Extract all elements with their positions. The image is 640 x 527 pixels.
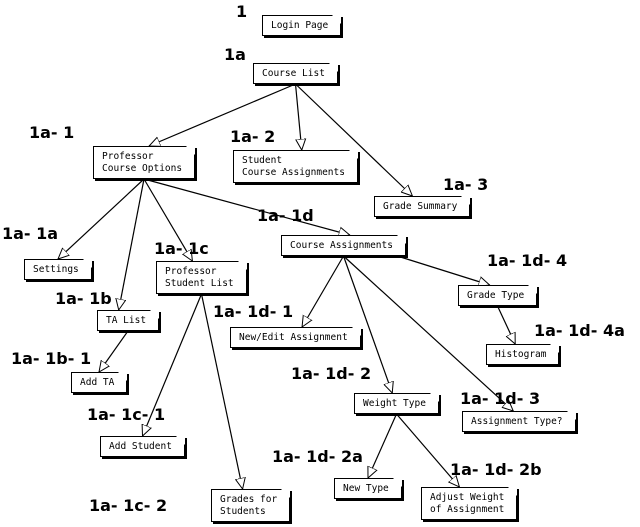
edge-1a-to-1a2 xyxy=(294,83,302,150)
node-grade-type: Grade Type xyxy=(458,285,538,306)
edge-1a1c-to-1a1c2 xyxy=(200,293,243,489)
edge-1a1d-to-1a1d1 xyxy=(302,255,345,327)
code-label-1a-1a: 1a- 1a xyxy=(2,224,59,243)
node-new-edit-assignment: New/Edit Assignment xyxy=(230,327,361,348)
code-label-1a-1b: 1a- 1b xyxy=(55,289,112,308)
node-grade-summary: Grade Summary xyxy=(374,196,471,217)
edge-1a1-to-1a1c xyxy=(143,178,192,261)
code-label-1a-1d-2b: 1a- 1d- 2b xyxy=(450,460,542,479)
node-professor-course-options: Professor Course Options xyxy=(93,146,196,179)
edge-1a1d2-to-1a1d2b xyxy=(396,413,460,487)
code-label-1a-1d-1: 1a- 1d- 1 xyxy=(213,302,294,321)
code-label-1a-1c-2: 1a- 1c- 2 xyxy=(89,496,168,515)
code-label-1a-1d-4: 1a- 1d- 4 xyxy=(487,251,568,270)
code-label-1a-1: 1a- 1 xyxy=(29,123,75,142)
code-label-1a-1d-2: 1a- 1d- 2 xyxy=(291,364,372,383)
node-ta-list: TA List xyxy=(97,310,160,331)
edge-1a1d-to-1a1d2 xyxy=(342,255,393,393)
code-label-1a-1c-1: 1a- 1c- 1 xyxy=(87,405,166,424)
node-add-ta: Add TA xyxy=(71,372,128,393)
edge-1a-to-1a3 xyxy=(295,83,413,196)
code-label-1a-1d: 1a- 1d xyxy=(257,206,314,225)
edge-1a1b-to-1a1b1 xyxy=(99,330,129,372)
edge-1a1c-to-1a1c1 xyxy=(143,293,203,436)
node-weight-type: Weight Type xyxy=(354,393,439,414)
code-label-1a-1b-1: 1a- 1b- 1 xyxy=(11,349,92,368)
edge-1a-to-1a1 xyxy=(149,83,296,146)
edge-1a1d4-to-1a1d4a xyxy=(496,305,516,344)
edge-1a1-to-1a1b xyxy=(119,178,145,310)
node-adjust-weight: Adjust Weight of Assignment xyxy=(421,487,518,520)
node-professor-student-list: Professor Student List xyxy=(156,261,247,294)
node-grades-for-students: Grades for Students xyxy=(211,489,291,522)
code-label-1a: 1a xyxy=(224,45,246,64)
code-label-1: 1 xyxy=(236,2,248,21)
node-login-page: Login Page xyxy=(262,15,342,36)
node-course-assignments: Course Assignments xyxy=(281,235,406,256)
node-assignment-type: Assignment Type? xyxy=(462,411,576,432)
edge-1a1d-to-1a1d4 xyxy=(397,255,489,285)
node-histogram: Histogram xyxy=(486,344,560,365)
code-label-1a-1d-4a: 1a- 1d- 4a xyxy=(534,321,625,340)
code-label-1a-3: 1a- 3 xyxy=(443,175,489,194)
edge-1a1d2-to-1a1d2a xyxy=(368,413,398,478)
node-settings: Settings xyxy=(24,259,92,280)
edge-1a1-to-1a1d xyxy=(143,178,350,235)
node-new-type: New Type xyxy=(334,478,402,499)
node-student-course-assignments: Student Course Assignments xyxy=(233,150,358,183)
edge-1a1d-to-1a1d3 xyxy=(343,255,514,411)
code-label-1a-1d-2a: 1a- 1d- 2a xyxy=(272,447,363,466)
node-add-student: Add Student xyxy=(100,436,185,457)
code-label-1a-2: 1a- 2 xyxy=(230,127,276,146)
node-course-list: Course List xyxy=(253,63,338,84)
edge-1a1-to-1a1a xyxy=(58,178,145,259)
code-label-1a-1c: 1a- 1c xyxy=(154,239,209,258)
code-label-1a-1d-3: 1a- 1d- 3 xyxy=(460,389,541,408)
